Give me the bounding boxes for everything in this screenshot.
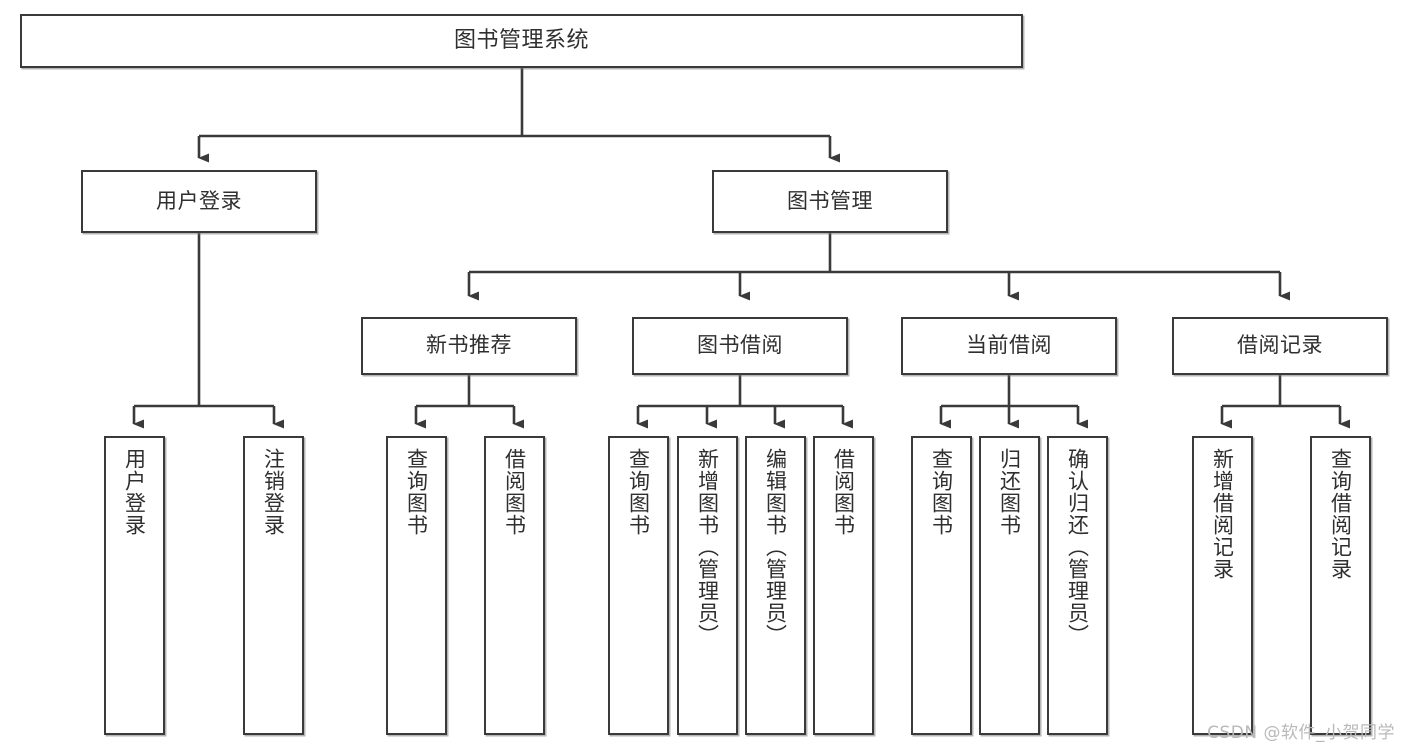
node-label: 借阅图书 [831,448,856,536]
leaf-borrow-book-recommend[interactable]: 借阅图书 [484,436,545,735]
node-label: 注销登录 [261,448,286,536]
leaf-borrow-book[interactable]: 借阅图书 [813,436,874,735]
leaf-add-borrow-record[interactable]: 新增借阅记录 [1192,436,1253,735]
leaf-query-borrow-record[interactable]: 查询借阅记录 [1310,436,1371,735]
node-label: 用户登录 [156,188,242,213]
node-new-book-recommend[interactable]: 新书推荐 [361,317,577,375]
node-user-login[interactable]: 用户登录 [81,170,317,233]
node-label: 查询图书 [626,448,651,536]
node-label: 图书管理 [787,188,873,213]
node-book-management[interactable]: 图书管理 [712,170,948,233]
leaf-add-book-admin[interactable]: 新增图书（管理员） [677,436,738,735]
node-label: 新书推荐 [426,333,512,358]
leaf-user-login[interactable]: 用户登录 [104,436,165,735]
node-current-borrow[interactable]: 当前借阅 [901,317,1117,375]
node-label: 编辑图书（管理员） [763,448,788,646]
leaf-logout[interactable]: 注销登录 [243,436,304,735]
watermark: CSDN @软件_小贺同学 [1207,723,1395,743]
node-root-library-system[interactable]: 图书管理系统 [20,14,1023,68]
node-label: 借阅图书 [502,448,527,536]
leaf-query-book-current[interactable]: 查询图书 [911,436,972,735]
node-label: 新增图书（管理员） [695,448,720,646]
node-label: 归还图书 [997,448,1022,536]
node-book-borrow[interactable]: 图书借阅 [632,317,848,375]
node-label: 确认归还（管理员） [1065,448,1090,646]
node-label: 当前借阅 [966,333,1052,358]
node-label: 新增借阅记录 [1210,448,1235,580]
node-label: 查询图书 [404,448,429,536]
leaf-return-book[interactable]: 归还图书 [979,436,1040,735]
node-label: 查询图书 [929,448,954,536]
node-label: 图书管理系统 [453,27,589,53]
node-label: 借阅记录 [1237,333,1323,358]
leaf-confirm-return-admin[interactable]: 确认归还（管理员） [1047,436,1108,735]
node-label: 查询借阅记录 [1328,448,1353,580]
leaf-query-book-borrow[interactable]: 查询图书 [608,436,669,735]
node-borrow-record[interactable]: 借阅记录 [1172,317,1388,375]
leaf-edit-book-admin[interactable]: 编辑图书（管理员） [745,436,806,735]
node-label: 用户登录 [122,448,147,536]
leaf-query-book-recommend[interactable]: 查询图书 [386,436,447,735]
node-label: 图书借阅 [697,333,783,358]
